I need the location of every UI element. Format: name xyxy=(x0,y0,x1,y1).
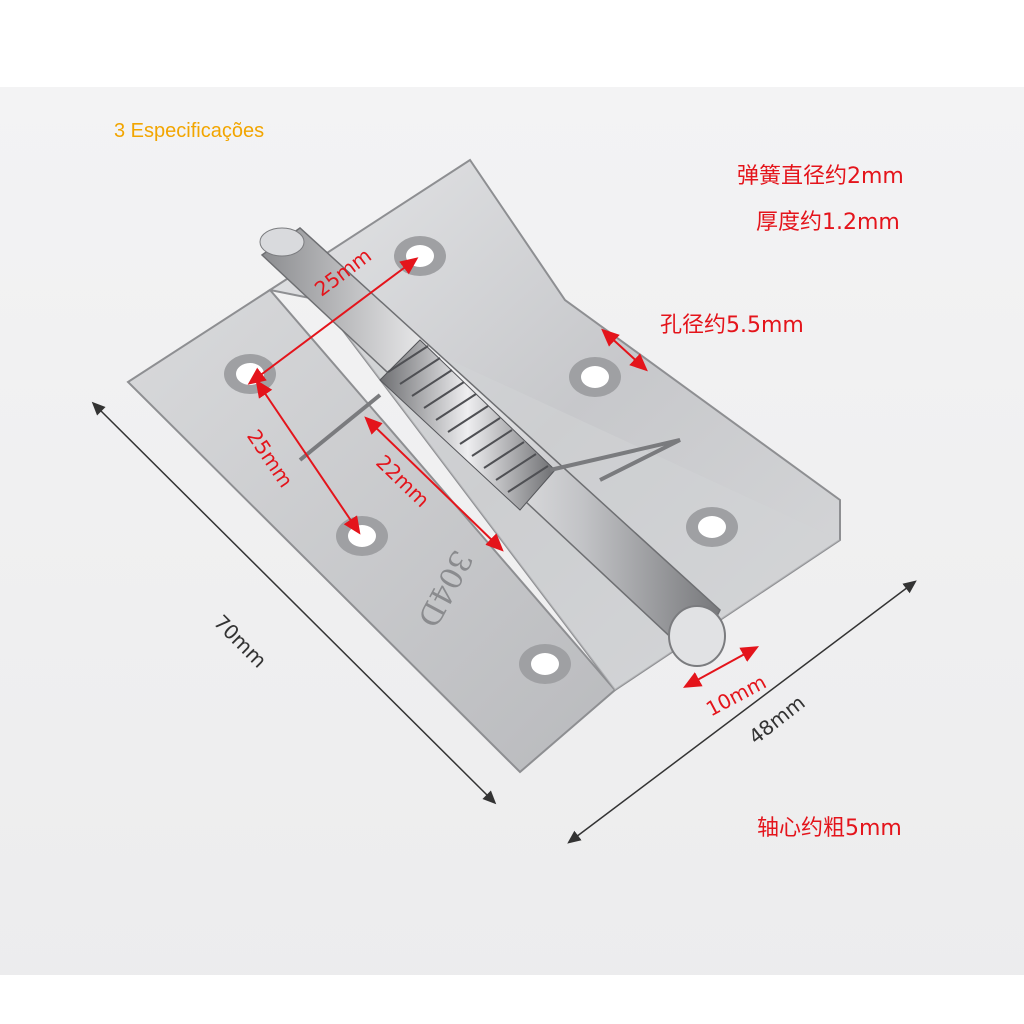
dimension-line-length xyxy=(91,401,497,805)
dimension-arrow-spring-offset xyxy=(364,416,504,552)
screw-hole xyxy=(686,507,738,547)
screw-hole xyxy=(569,357,621,397)
shaft-thickness-label: 轴心约粗5mm xyxy=(757,816,902,841)
thickness-label: 厚度约1.2mm xyxy=(756,210,900,235)
dimension-line-width xyxy=(567,580,917,844)
dimension-arrow-hole-spacing-side xyxy=(255,379,361,535)
hole-diameter-label: 孔径约5.5mm xyxy=(660,313,804,338)
screw-hole xyxy=(224,354,276,394)
bottom-strip xyxy=(0,975,1024,1024)
screw-hole xyxy=(336,516,388,556)
spec-title: 3 Especificações xyxy=(114,120,265,142)
screw-hole xyxy=(519,644,571,684)
dimension-arrow-hole-diameter xyxy=(601,328,648,372)
dimension-arrow-hole-spacing-top xyxy=(247,257,419,385)
dimension-arrow-knuckle xyxy=(682,646,760,688)
spring-diameter-label: 弹簧直径约2mm xyxy=(737,164,904,189)
